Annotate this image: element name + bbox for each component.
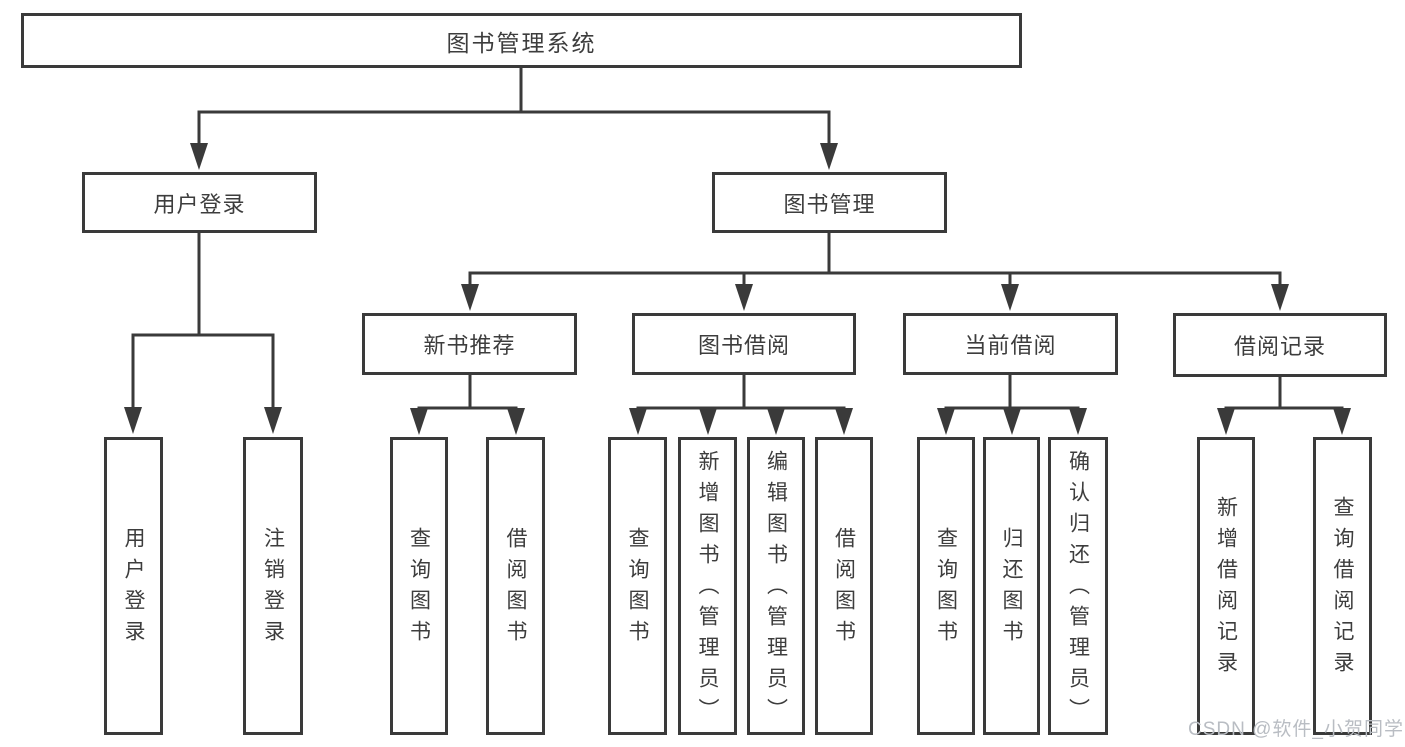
- node-current-borrowing: 当前借阅: [903, 313, 1118, 375]
- leaf-edit-book-admin: 编辑图书（管理员）: [747, 437, 805, 735]
- node-label: 新增借阅记录: [1214, 496, 1238, 682]
- node-library-management-system: 图书管理系统: [21, 13, 1022, 68]
- node-label: 查询借阅记录: [1331, 496, 1354, 682]
- node-label: 图书借阅: [697, 333, 790, 358]
- node-label: 图书管理: [783, 191, 876, 217]
- node-label: 确认归还（管理员）: [1066, 449, 1090, 729]
- leaf-borrow-books-recommend: 借阅图书: [486, 437, 545, 735]
- node-label: 新增图书（管理员）: [696, 449, 719, 729]
- node-label: 查询图书: [934, 527, 958, 651]
- node-label: 编辑图书（管理员）: [764, 449, 788, 729]
- leaf-confirm-return-admin: 确认归还（管理员）: [1048, 437, 1108, 735]
- leaf-logout: 注销登录: [243, 437, 303, 735]
- node-label: 当前借阅: [964, 333, 1057, 358]
- leaf-query-borrow-record: 查询借阅记录: [1313, 437, 1372, 735]
- node-label: 注销登录: [261, 527, 285, 651]
- node-label: 图书管理系统: [446, 29, 597, 56]
- node-label: 新书推荐: [423, 333, 516, 358]
- leaf-add-borrow-record: 新增借阅记录: [1197, 437, 1255, 735]
- leaf-return-books: 归还图书: [983, 437, 1040, 735]
- node-label: 借阅记录: [1233, 334, 1326, 359]
- leaf-user-login: 用户登录: [104, 437, 163, 735]
- leaf-query-books-borrow: 查询图书: [608, 437, 667, 735]
- leaf-add-book-admin: 新增图书（管理员）: [678, 437, 737, 735]
- node-user-login: 用户登录: [82, 172, 317, 233]
- node-label: 查询图书: [407, 527, 431, 651]
- node-label: 借阅图书: [832, 527, 856, 651]
- leaf-query-books-current: 查询图书: [917, 437, 975, 735]
- leaf-borrow-books: 借阅图书: [815, 437, 873, 735]
- node-label: 用户登录: [153, 191, 246, 217]
- node-label: 查询图书: [626, 527, 649, 651]
- node-label: 借阅图书: [504, 527, 527, 651]
- node-book-borrowing: 图书借阅: [632, 313, 856, 375]
- node-label: 用户登录: [122, 527, 145, 651]
- leaf-query-books-recommend: 查询图书: [390, 437, 448, 735]
- csdn-watermark: CSDN @软件_小贺同学: [1188, 719, 1404, 740]
- node-borrowing-records: 借阅记录: [1173, 313, 1387, 377]
- node-label: 归还图书: [1000, 527, 1023, 651]
- node-book-management: 图书管理: [712, 172, 947, 233]
- node-new-book-recommendation: 新书推荐: [362, 313, 577, 375]
